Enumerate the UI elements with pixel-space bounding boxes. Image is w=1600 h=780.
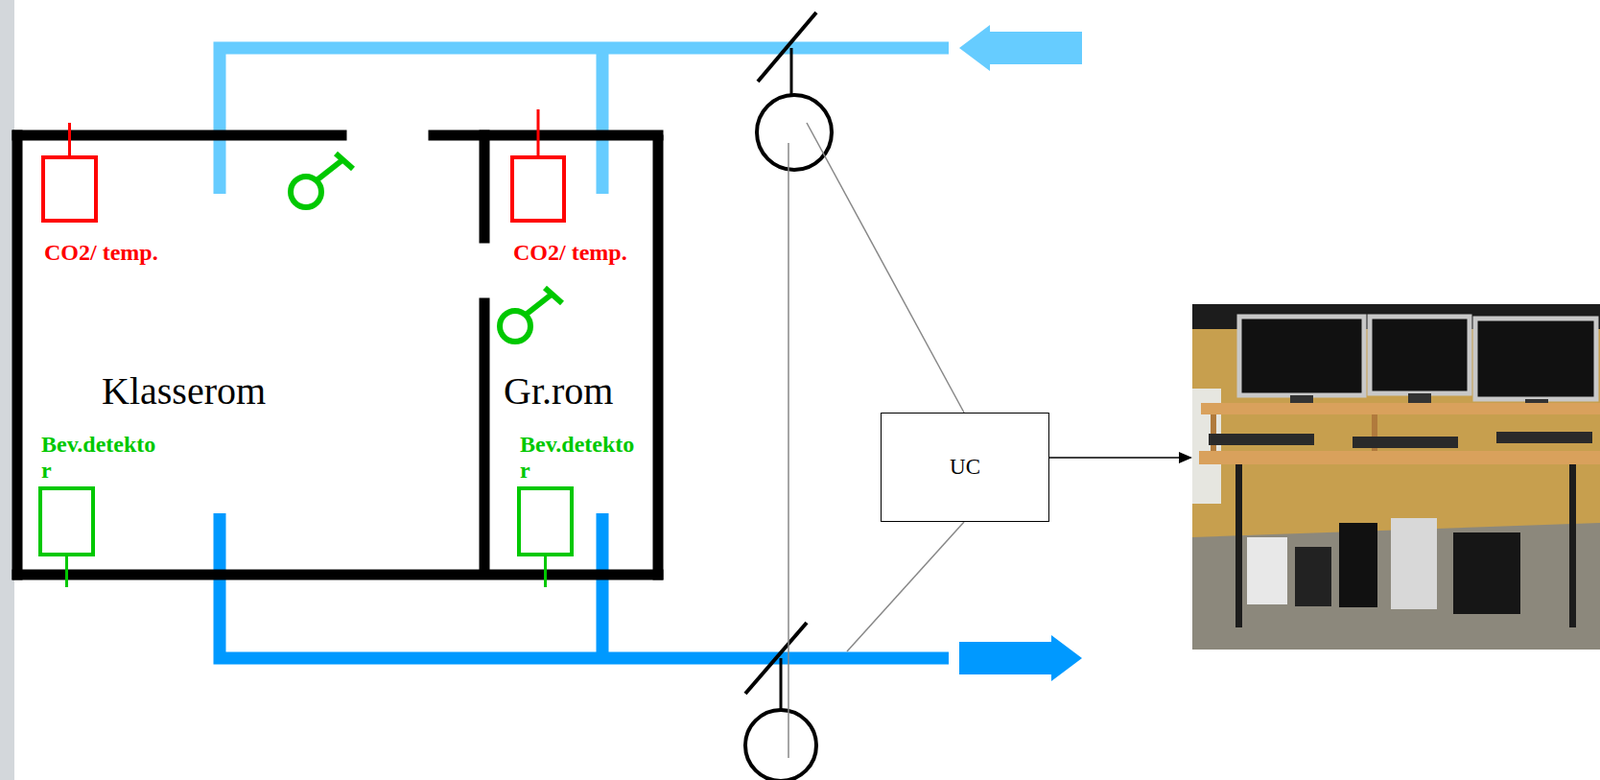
photo-keyboard	[1208, 433, 1315, 446]
photo-monitor	[1369, 316, 1470, 394]
link-line	[1049, 456, 1182, 459]
valve-handle	[335, 153, 353, 169]
room-walls	[17, 135, 659, 575]
photo-keyboard	[1352, 436, 1459, 448]
valve-stem	[316, 159, 344, 181]
signal-line	[847, 521, 965, 652]
photo-wall	[1192, 304, 1600, 650]
exhaust-duct	[219, 513, 949, 659]
damper-shaft	[779, 658, 783, 710]
supply-duct	[219, 47, 949, 194]
signal-line	[787, 142, 790, 758]
supply-arrow	[959, 24, 1083, 71]
sensor-stem	[68, 122, 71, 156]
wall	[17, 569, 659, 581]
room-name: Klasserom	[101, 372, 266, 411]
supply-branch	[596, 47, 610, 194]
control-unit-box: UC	[880, 412, 1050, 522]
wall	[17, 130, 342, 142]
room-name: Gr.rom	[503, 372, 613, 411]
exhaust-branch	[596, 513, 610, 659]
photo-tower	[1453, 532, 1521, 614]
photo-tower	[1294, 546, 1332, 607]
damper-actuator	[756, 94, 832, 170]
signal-line	[806, 122, 965, 413]
photo-tower	[1390, 517, 1437, 610]
exhaust-arrow	[959, 635, 1083, 682]
partition-wall	[479, 303, 491, 566]
sensor-label: CO2/ temp.	[513, 239, 628, 265]
valve-circle	[290, 176, 322, 208]
valve-circle	[499, 310, 531, 342]
dampers	[745, 12, 832, 780]
photo-desk	[1199, 450, 1600, 465]
photo-tower	[1339, 522, 1378, 608]
photo-tower	[1247, 537, 1288, 605]
sensor-stem	[537, 109, 541, 156]
control-desk-photo	[1192, 304, 1600, 650]
photo-desk-leg	[1235, 464, 1243, 628]
damper-blade	[745, 622, 807, 694]
sensor-stem	[65, 556, 69, 588]
supply-main	[219, 47, 949, 194]
partition-wall	[479, 135, 491, 238]
co2-temp-sensor: CO2/ temp.	[510, 155, 566, 223]
photo-keyboard	[1496, 431, 1593, 444]
photo-monitor	[1239, 316, 1365, 396]
photo-monitor	[1475, 318, 1597, 400]
photo-stand	[1408, 393, 1432, 403]
presence-detector: Bev.detekto r	[517, 486, 574, 557]
box-label: UC	[949, 454, 981, 480]
wall	[433, 130, 659, 142]
wall	[12, 135, 24, 575]
photo-desk-leg	[1569, 464, 1577, 628]
damper-shaft	[790, 47, 794, 95]
co2-temp-sensor: CO2/ temp.	[41, 155, 98, 223]
link-arrowhead	[1178, 451, 1193, 464]
damper-actuator	[745, 709, 817, 780]
exhaust-main	[219, 513, 949, 659]
sensor-stems	[67, 109, 546, 588]
valve-handle	[544, 287, 563, 304]
sensor-label: Bev.detekto r	[519, 431, 635, 483]
sensor-stem	[543, 556, 547, 588]
wall	[653, 140, 664, 575]
photo-shelf	[1200, 402, 1600, 415]
sensor-label: Bev.detekto r	[41, 431, 156, 483]
valve-stem	[525, 293, 553, 315]
damper-blade	[757, 12, 817, 82]
sensor-label: CO2/ temp.	[44, 239, 159, 265]
presence-detector: Bev.detekto r	[38, 486, 95, 557]
